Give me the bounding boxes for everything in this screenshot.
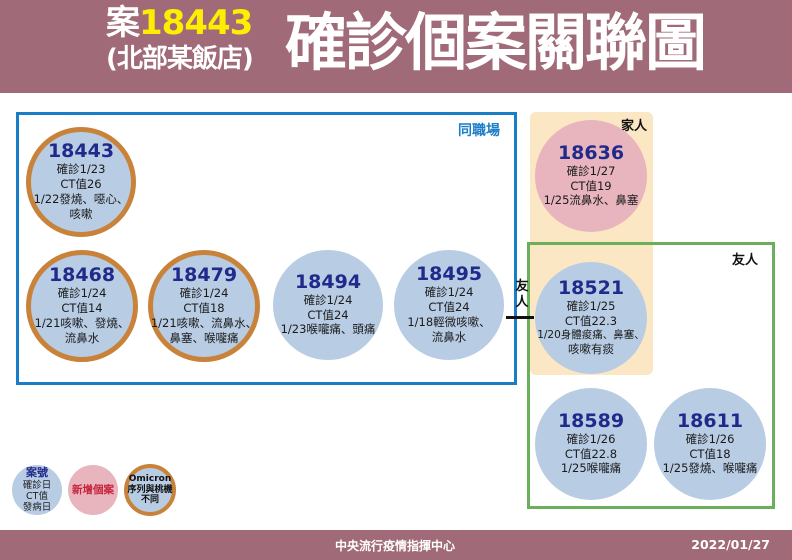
case-node-18443: 18443 確診1/23 CT值26 1/22發燒、噁心、 咳嗽 — [26, 127, 136, 237]
friends-group-label: 友人 — [731, 253, 758, 268]
case-id: 18611 — [676, 409, 744, 432]
onset-symptoms-cont: 咳嗽有痰 — [568, 342, 614, 357]
onset-symptoms: 1/25流鼻水、鼻塞 — [543, 193, 639, 208]
footer-date: 2022/01/27 — [691, 537, 770, 552]
workplace-group-box: 同職場 — [16, 112, 517, 385]
legend-case: 案號 確診日 CT值 發病日 — [12, 465, 62, 515]
legend-omicron-line3: 不同 — [140, 495, 159, 506]
onset-symptoms: 1/21咳嗽、流鼻水、 — [150, 315, 258, 330]
case-number: 18443 — [139, 3, 253, 43]
confirmed-date: 確診1/27 — [566, 163, 616, 178]
friend-connector-label: 友人 — [515, 279, 529, 310]
ct-value: CT值22.3 — [564, 313, 618, 328]
onset-symptoms: 1/25喉嚨痛 — [560, 461, 622, 476]
case-id: 18479 — [170, 264, 238, 287]
ct-value: CT值22.8 — [564, 446, 618, 461]
legend-omicron-line1: Omicron — [128, 473, 172, 484]
onset-symptoms: 1/23喉嚨痛、頭痛 — [280, 322, 376, 337]
case-id: 18468 — [48, 264, 116, 287]
case-id: 18589 — [557, 409, 625, 432]
case-node-18494: 18494 確診1/24 CT值24 1/23喉嚨痛、頭痛 — [273, 250, 383, 360]
case-node-18589: 18589 確診1/26 CT值22.8 1/25喉嚨痛 — [535, 388, 647, 500]
ct-value: CT值18 — [183, 301, 225, 316]
ct-value: CT值18 — [689, 446, 731, 461]
legend-omicron-line2: 序列與桃機 — [127, 484, 173, 495]
workplace-group-label: 同職場 — [458, 123, 500, 139]
family-group-label: 家人 — [620, 119, 647, 134]
case-node-18495: 18495 確診1/24 CT值24 1/18輕微咳嗽、 流鼻水 — [394, 250, 504, 360]
legend-onset-date: 發病日 — [22, 502, 52, 514]
onset-symptoms: 1/18輕微咳嗽、 — [407, 314, 491, 329]
legend-case-title: 案號 — [26, 466, 48, 480]
confirmed-date: 確診1/24 — [303, 292, 353, 307]
confirmed-date: 確診1/25 — [566, 298, 616, 313]
onset-symptoms: 1/20身體痠痛、鼻塞、 — [537, 328, 645, 341]
onset-symptoms: 1/22發燒、噁心、 — [33, 191, 129, 206]
case-id: 18495 — [415, 263, 483, 286]
case-title-block: 案18443 (北部某飯店) — [106, 6, 286, 72]
confirmed-date: 確診1/24 — [424, 285, 474, 300]
onset-symptoms: 1/21咳嗽、發燒、 — [34, 315, 130, 330]
case-node-18636: 18636 確診1/27 CT值19 1/25流鼻水、鼻塞 — [535, 120, 647, 232]
legend-new-case: 新增個案 — [68, 465, 118, 515]
case-node-18521: 18521 確診1/25 CT值22.3 1/20身體痠痛、鼻塞、 咳嗽有痰 — [535, 262, 647, 374]
case-node-18468: 18468 確診1/24 CT值14 1/21咳嗽、發燒、 流鼻水 — [26, 250, 138, 362]
page-title: 確診個案關聯圖 — [285, 6, 707, 79]
ct-value: CT值14 — [61, 301, 103, 316]
friends-group-box: 友人 — [527, 242, 775, 509]
legend-omicron: Omicron 序列與桃機 不同 — [124, 464, 176, 516]
footer-organization: 中央流行疫情指揮中心 — [335, 539, 456, 553]
case-node-18611: 18611 確診1/26 CT值18 1/25發燒、喉嚨痛 — [654, 388, 766, 500]
legend-ct-value: CT值 — [26, 490, 48, 502]
ct-value: CT值19 — [570, 178, 612, 193]
location-label: (北部某飯店) — [106, 44, 254, 74]
footer-bar: 中央流行疫情指揮中心 2022/01/27 — [0, 530, 792, 560]
confirmed-date: 確診1/23 — [56, 162, 106, 177]
onset-symptoms: 1/25發燒、喉嚨痛 — [662, 461, 758, 476]
case-id: 18443 — [47, 140, 115, 163]
confirmed-date: 確診1/26 — [566, 431, 616, 446]
case-id: 18521 — [557, 276, 625, 299]
ct-value: CT值24 — [428, 300, 470, 315]
ct-value: CT值26 — [60, 177, 102, 192]
onset-symptoms-cont: 流鼻水 — [431, 329, 467, 344]
case-prefix: 案 — [106, 3, 140, 43]
case-id: 18494 — [294, 270, 362, 293]
case-node-18479: 18479 確診1/24 CT值18 1/21咳嗽、流鼻水、 鼻塞、喉嚨痛 — [148, 250, 260, 362]
confirmed-date: 確診1/26 — [685, 431, 735, 446]
ct-value: CT值24 — [307, 307, 349, 322]
legend-confirmed-date: 確診日 — [22, 479, 52, 491]
onset-symptoms-cont: 流鼻水 — [64, 330, 100, 345]
legend-new-case-label: 新增個案 — [72, 483, 114, 496]
friend-connector-line — [506, 316, 534, 319]
onset-symptoms-cont: 鼻塞、喉嚨痛 — [169, 330, 239, 345]
onset-symptoms-cont: 咳嗽 — [69, 206, 93, 221]
confirmed-date: 確診1/24 — [57, 286, 107, 301]
confirmed-date: 確診1/24 — [179, 286, 229, 301]
case-id: 18636 — [557, 141, 625, 164]
title-banner: 案18443 (北部某飯店) 確診個案關聯圖 — [0, 0, 792, 93]
